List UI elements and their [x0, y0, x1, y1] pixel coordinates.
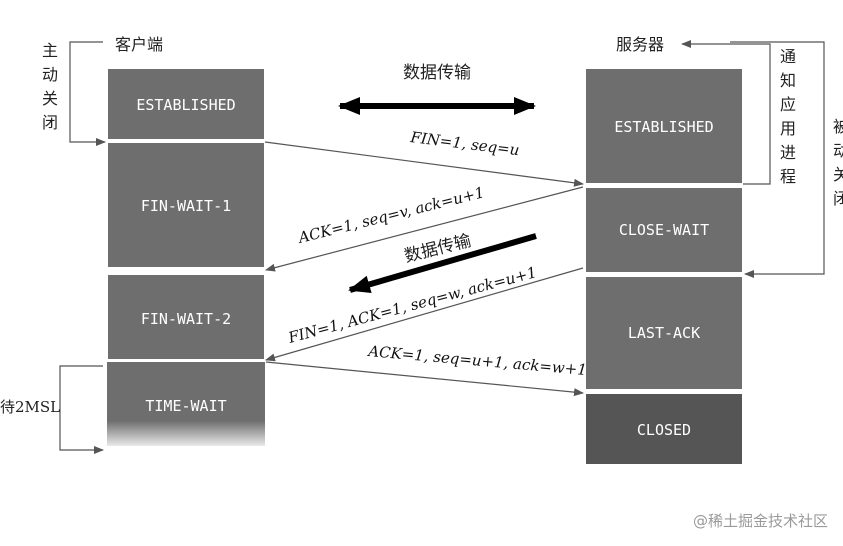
msg-fin: FIN=1, seq=u — [409, 128, 521, 159]
svg-text:进: 进 — [780, 143, 796, 162]
client-state-box — [107, 362, 265, 446]
data-transfer-top-label: 数据传输 — [403, 63, 471, 83]
notify-app-bracket — [681, 40, 771, 185]
client-state-box — [106, 141, 266, 269]
client-state-time-wait: TIME-WAIT — [145, 397, 226, 415]
client-state-column: ESTABLISHED FIN-WAIT-1 FIN-WAIT-2 TIME-W… — [106, 67, 266, 446]
svg-text:关: 关 — [42, 89, 58, 108]
svg-text:主: 主 — [42, 41, 58, 60]
server-state-box — [584, 275, 744, 391]
active-close-label: 主 动 关 闭 — [42, 41, 58, 132]
ack-arrow-server-to-client — [265, 186, 584, 272]
passive-close-label: 被 动 关 闭 — [833, 117, 843, 208]
client-state-box — [106, 67, 266, 141]
fin-ack-arrow-server-to-client — [265, 267, 584, 362]
server-state-box — [584, 392, 744, 466]
passive-close-bracket — [730, 41, 825, 278]
svg-text:通: 通 — [780, 47, 796, 66]
final-ack-arrow-client-to-server — [265, 361, 584, 397]
svg-text:闭: 闭 — [833, 189, 843, 208]
server-state-established: ESTABLISHED — [614, 118, 713, 136]
svg-text:用: 用 — [780, 119, 796, 138]
fin-arrow-client-to-server — [264, 141, 584, 187]
client-state-box — [106, 273, 266, 361]
client-title: 客户端 — [115, 35, 163, 54]
svg-text:关: 关 — [833, 165, 843, 184]
server-title: 服务器 — [616, 35, 664, 54]
wait-2msl-bracket — [59, 365, 104, 454]
svg-text:动: 动 — [42, 65, 58, 84]
client-state-fin-wait-2: FIN-WAIT-2 — [141, 310, 231, 328]
msg-fin-ack: FIN=1, ACK=1, seq=w, ack=u+1 — [285, 263, 538, 347]
client-state-fin-wait-1: FIN-WAIT-1 — [141, 197, 231, 215]
svg-text:知: 知 — [780, 71, 796, 90]
svg-text:被: 被 — [833, 117, 843, 136]
svg-text:动: 动 — [833, 141, 843, 160]
msg-final-ack: ACK=1, seq=u+1, ack=w+1 — [366, 342, 588, 379]
server-state-last-ack: LAST-ACK — [628, 324, 700, 342]
wait-2msl-label: 待2MSL — [0, 398, 60, 416]
server-state-box — [584, 186, 744, 274]
server-state-close-wait: CLOSE-WAIT — [619, 221, 709, 239]
watermark: @稀土掘金技术社区 — [693, 512, 828, 530]
svg-text:闭: 闭 — [42, 113, 58, 132]
client-state-established: ESTABLISHED — [136, 96, 235, 114]
svg-text:应: 应 — [780, 95, 796, 114]
server-state-column: ESTABLISHED CLOSE-WAIT LAST-ACK CLOSED — [584, 67, 744, 466]
svg-text:程: 程 — [780, 167, 796, 186]
server-state-box — [584, 67, 744, 185]
data-transfer-thick-arrow — [348, 233, 537, 294]
notify-app-label: 通 知 应 用 进 程 — [780, 47, 796, 186]
server-state-closed: CLOSED — [637, 421, 691, 439]
active-close-bracket — [69, 41, 106, 146]
